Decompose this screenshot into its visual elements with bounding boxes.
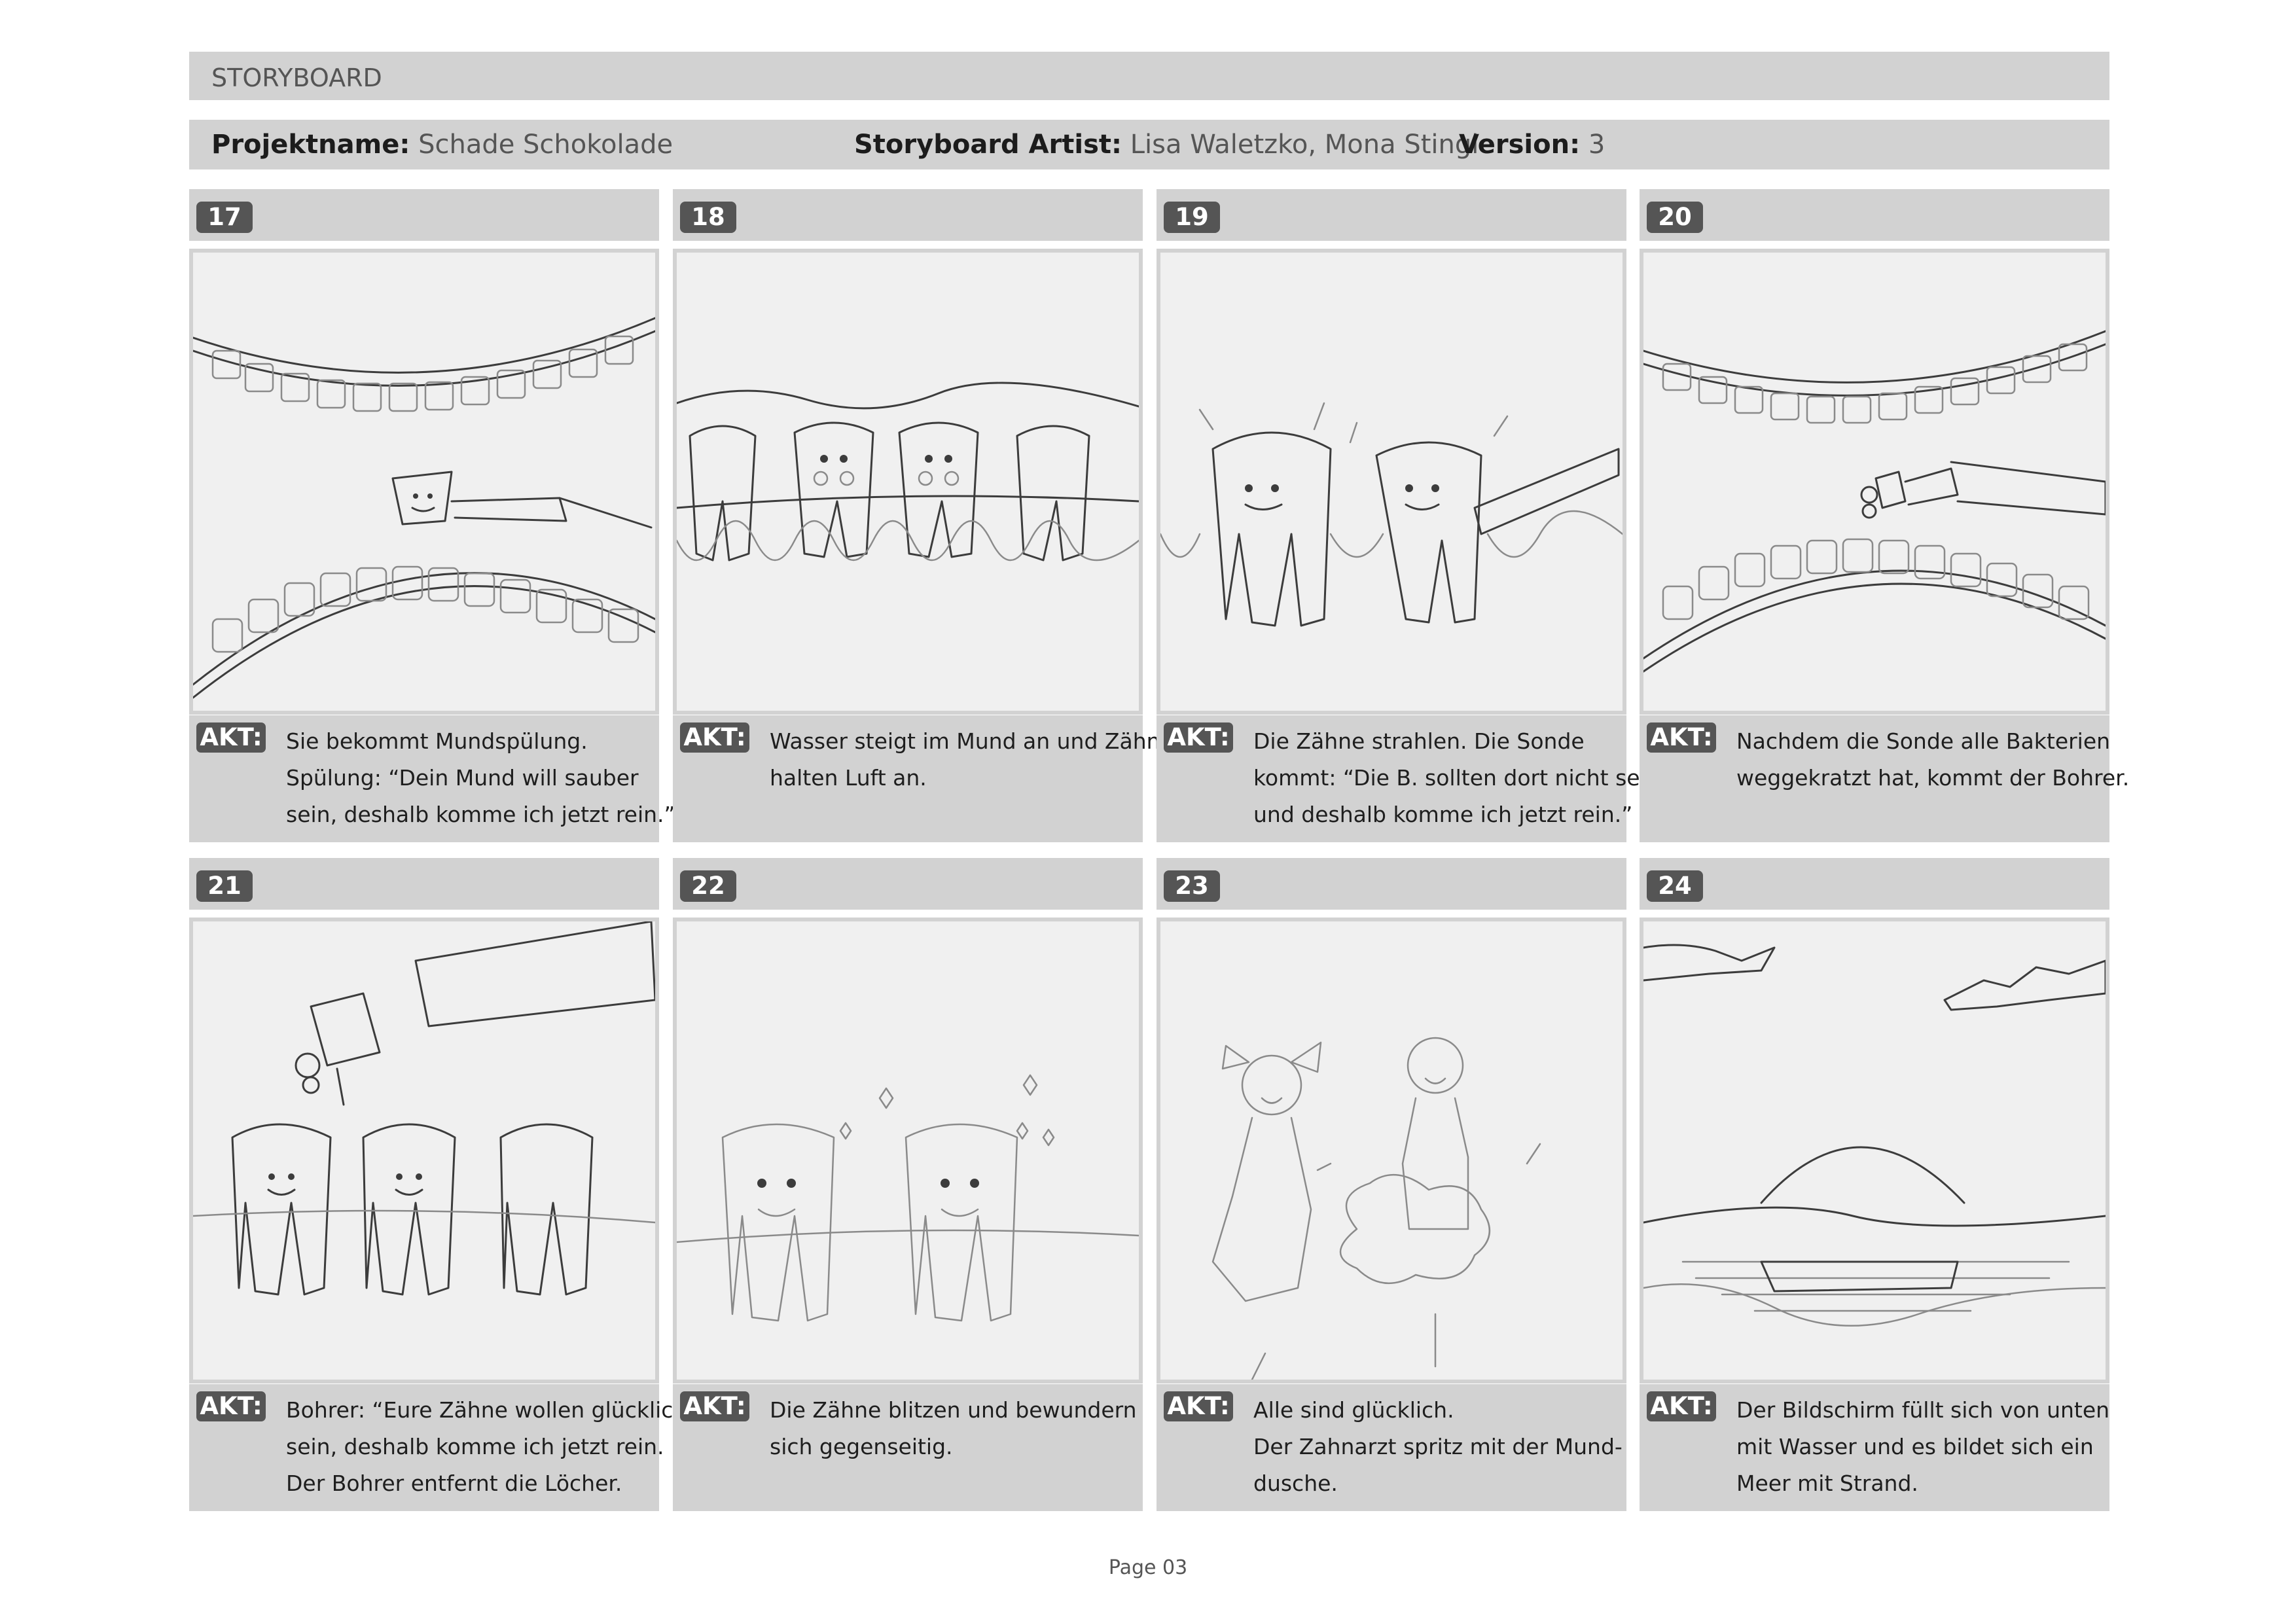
caption-line: Wasser steigt im Mund an und Zähne xyxy=(770,728,1174,754)
caption-line: Sie bekommt Mundspülung. xyxy=(286,728,588,754)
caption-text: Nachdem die Sonde alle Bakterien weggekr… xyxy=(1736,723,2130,796)
frame-number-bar: 23 xyxy=(1157,858,1626,910)
caption-line: Der Bildschirm füllt sich von unten xyxy=(1736,1397,2110,1423)
frame-number-badge: 20 xyxy=(1647,202,1703,233)
frame-number-badge: 24 xyxy=(1647,870,1703,902)
frame-number-bar: 22 xyxy=(673,858,1143,910)
caption-line: dusche. xyxy=(1253,1471,1338,1496)
sketch-drill-happy-teeth xyxy=(189,918,659,1383)
caption-line: und deshalb komme ich jetzt rein.” xyxy=(1253,802,1633,827)
frame-number-badge: 22 xyxy=(680,870,736,902)
caption-box: AKT: Bohrer: “Eure Zähne wollen glücklic… xyxy=(189,1384,687,1511)
frame-number-bar: 21 xyxy=(189,858,659,910)
frame-number-badge: 17 xyxy=(196,202,253,233)
caption-line: Der Zahnarzt spritz mit der Mund- xyxy=(1253,1434,1623,1459)
page-number: Page 03 xyxy=(1108,1556,1188,1579)
caption-line: halten Luft an. xyxy=(770,765,927,791)
caption-text: Wasser steigt im Mund an und Zähne halte… xyxy=(770,723,1174,796)
akt-badge: AKT: xyxy=(680,1391,749,1421)
sketch-sea-with-beach xyxy=(1640,918,2109,1383)
caption-text: Die Zähne blitzen und bewundern sich geg… xyxy=(770,1392,1137,1465)
version-value: 3 xyxy=(1588,130,1605,160)
frame-number-bar: 18 xyxy=(673,189,1143,241)
caption-line: kommt: “Die B. sollten dort nicht sein, xyxy=(1253,765,1667,791)
caption-box: AKT: Wasser steigt im Mund an und Zähne … xyxy=(673,715,1174,842)
caption-box: AKT: Nachdem die Sonde alle Bakterien we… xyxy=(1640,715,2130,842)
project-name-field: Projektname: Schade Schokolade xyxy=(211,130,673,160)
caption-text: Sie bekommt Mundspülung. Spülung: “Dein … xyxy=(286,723,675,833)
frame-number-bar: 17 xyxy=(189,189,659,241)
akt-badge: AKT: xyxy=(196,1391,266,1421)
caption-line: Spülung: “Dein Mund will sauber xyxy=(286,765,639,791)
storyboard-artist-label: Storyboard Artist: xyxy=(854,130,1122,160)
caption-line: Nachdem die Sonde alle Bakterien xyxy=(1736,728,2111,754)
akt-badge: AKT: xyxy=(1647,722,1716,753)
caption-line: mit Wasser und es bildet sich ein xyxy=(1736,1434,2094,1459)
caption-line: Der Bohrer entfernt die Löcher. xyxy=(286,1471,622,1496)
caption-text: Der Bildschirm füllt sich von unten mit … xyxy=(1736,1392,2110,1502)
sketch-shining-teeth-probe xyxy=(1157,249,1626,715)
caption-box: AKT: Die Zähne strahlen. Die Sonde kommt… xyxy=(1157,715,1667,842)
akt-badge: AKT: xyxy=(680,722,749,753)
sketch-teeth-holding-breath xyxy=(673,249,1143,715)
sketch-happy-patient-dentist xyxy=(1157,918,1626,1383)
sketch-mouth-rinse-cup xyxy=(189,249,659,715)
version-label: Version: xyxy=(1459,130,1581,160)
caption-line: weggekratzt hat, kommt der Bohrer. xyxy=(1736,765,2130,791)
frame-number-badge: 19 xyxy=(1164,202,1220,233)
sketch-drill-arrives xyxy=(1640,249,2109,715)
akt-badge: AKT: xyxy=(1164,722,1233,753)
caption-text: Die Zähne strahlen. Die Sonde kommt: “Di… xyxy=(1253,723,1667,833)
caption-line: Meer mit Strand. xyxy=(1736,1471,1918,1496)
document-type-title: STORYBOARD xyxy=(211,63,382,92)
caption-line: Die Zähne strahlen. Die Sonde xyxy=(1253,728,1585,754)
project-name-label: Projektname: xyxy=(211,130,410,160)
caption-text: Alle sind glücklich. Der Zahnarzt spritz… xyxy=(1253,1392,1623,1502)
caption-box: AKT: Sie bekommt Mundspülung. Spülung: “… xyxy=(189,715,675,842)
caption-line: sich gegenseitig. xyxy=(770,1434,953,1459)
caption-line: Bohrer: “Eure Zähne wollen glücklich xyxy=(286,1397,687,1423)
frame-number-bar: 19 xyxy=(1157,189,1626,241)
frame-number-badge: 21 xyxy=(196,870,253,902)
akt-badge: AKT: xyxy=(1647,1391,1716,1421)
akt-badge: AKT: xyxy=(196,722,266,753)
frame-number-badge: 23 xyxy=(1164,870,1220,902)
caption-line: Alle sind glücklich. xyxy=(1253,1397,1454,1423)
storyboard-artist-field: Storyboard Artist: Lisa Waletzko, Mona S… xyxy=(854,130,1479,160)
caption-line: Die Zähne blitzen und bewundern xyxy=(770,1397,1137,1423)
caption-box: AKT: Alle sind glücklich. Der Zahnarzt s… xyxy=(1157,1384,1626,1511)
frame-number-badge: 18 xyxy=(680,202,736,233)
frame-number-bar: 24 xyxy=(1640,858,2109,910)
version-field: Version: 3 xyxy=(1459,130,1605,160)
storyboard-artist-value: Lisa Waletzko, Mona Stingl xyxy=(1130,130,1479,160)
caption-text: Bohrer: “Eure Zähne wollen glücklich sei… xyxy=(286,1392,687,1502)
project-name-value: Schade Schokolade xyxy=(418,130,673,160)
akt-badge: AKT: xyxy=(1164,1391,1233,1421)
project-info-bar: Projektname: Schade Schokolade Storyboar… xyxy=(189,120,2109,169)
frame-number-bar: 20 xyxy=(1640,189,2109,241)
sketch-sparkling-teeth xyxy=(673,918,1143,1383)
caption-line: sein, deshalb komme ich jetzt rein.” xyxy=(286,802,675,827)
caption-box: AKT: Die Zähne blitzen und bewundern sic… xyxy=(673,1384,1143,1511)
caption-line: sein, deshalb komme ich jetzt rein. xyxy=(286,1434,664,1459)
title-bar: STORYBOARD xyxy=(189,52,2109,100)
caption-box: AKT: Der Bildschirm füllt sich von unten… xyxy=(1640,1384,2109,1511)
